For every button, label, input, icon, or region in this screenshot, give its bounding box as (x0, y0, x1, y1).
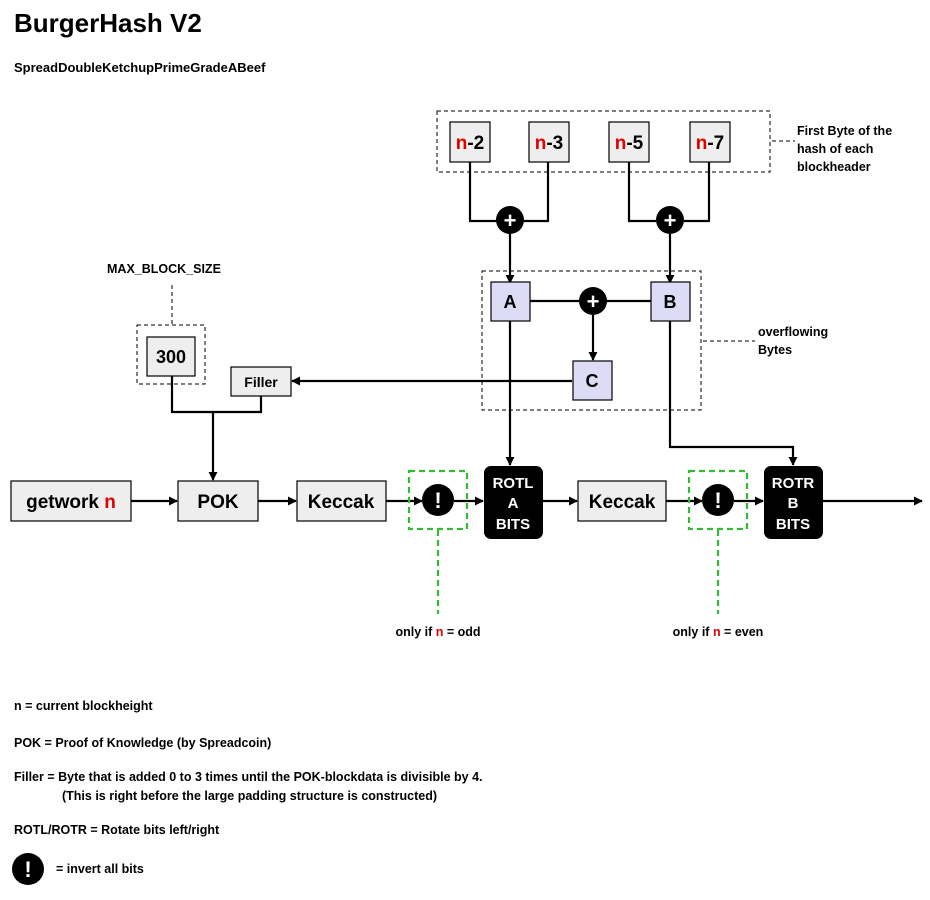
invert-even-group: ! (687, 469, 749, 614)
edge-n7-plus (684, 161, 711, 223)
input-n-2-box (449, 121, 491, 163)
edge-n3-plus (523, 161, 550, 223)
keccak-node-2: Keccak (577, 480, 667, 522)
overflow-group-frame (481, 270, 702, 411)
inputs-group-frame (436, 110, 771, 173)
var-a-label: A (504, 292, 517, 312)
max-block-size-label: MAX_BLOCK_SIZE (107, 262, 221, 276)
var-b-label: B (664, 292, 677, 312)
edge-filler-pok (213, 396, 263, 414)
legend-invert-icon (12, 853, 44, 885)
rotr-label-2: B (788, 495, 799, 512)
pok-node: POK (177, 480, 259, 522)
legend-pok-definition: POK = Proof of Knowledge (by Spreadcoin) (14, 736, 271, 750)
edge-b-rotr (668, 321, 798, 466)
legend-rot-definition: ROTL/ROTR = Rotate bits left/right (14, 823, 220, 837)
invert-odd-icon (422, 484, 454, 516)
edge-n5-plus (627, 161, 656, 223)
rotl-box (484, 466, 543, 539)
adder-right-icon (656, 206, 684, 234)
invert-even-frame (687, 469, 749, 531)
diagram-subtitle: SpreadDoubleKetchupPrimeGradeABeef (14, 60, 266, 75)
inputs-note-line-1: First Byte of the (797, 124, 892, 138)
input-n-3-box (528, 121, 570, 163)
connections (131, 161, 923, 506)
filler-box (230, 366, 292, 397)
input-n-2: n-2 (449, 121, 491, 163)
max-block-size-value: 300 (156, 347, 186, 367)
input-n-3: n-3 (528, 121, 570, 163)
keccak-box-1 (296, 480, 387, 522)
rotr-box (764, 466, 823, 539)
adder-left-icon (496, 206, 524, 234)
legend-n-definition: n = current blockheight (14, 699, 153, 713)
input-n-5: n-5 (608, 121, 650, 163)
max-block-size-node: 300 (146, 336, 196, 377)
input-n-5-box (608, 121, 650, 163)
legend-invert-symbol: ! (24, 857, 31, 882)
var-c-box (572, 360, 613, 401)
adder-center-icon (579, 287, 607, 315)
condition-odd: only if n = odd (395, 625, 480, 639)
var-c-label: C (586, 371, 599, 391)
getwork-node: getwork n (10, 480, 132, 522)
keccak-label-2: Keccak (589, 492, 656, 513)
rotl-label-2: A (508, 495, 519, 512)
invert-odd-group: ! (407, 469, 469, 614)
overflow-note-line-1: overflowing (758, 325, 828, 339)
getwork-box (10, 480, 132, 522)
input-n-3-label: n-3 (535, 133, 564, 154)
filler-label: Filler (244, 374, 278, 390)
inputs-note-line-2: hash of each (797, 142, 873, 156)
rotl-label-3: BITS (496, 516, 530, 533)
input-n-7-box (689, 121, 731, 163)
adder-right: + (656, 206, 684, 234)
condition-even: only if n = even (673, 625, 764, 639)
input-n-7: n-7 (689, 121, 731, 163)
edge-n2-plus (468, 161, 497, 223)
legend: n = current blockheight POK = Proof of K… (12, 699, 483, 885)
adder-right-symbol: + (664, 208, 677, 233)
rotl-label-1: ROTL (493, 475, 534, 492)
invert-odd-symbol: ! (434, 488, 441, 513)
rotl-node: ROTL A BITS (484, 466, 543, 539)
adder-center-symbol: + (587, 289, 600, 314)
edge-300-pok (170, 376, 218, 481)
var-a: A (490, 281, 531, 322)
getwork-label: getwork n (26, 492, 116, 513)
invert-odd-frame (407, 469, 469, 531)
invert-even-symbol: ! (714, 488, 721, 513)
diagram-title: BurgerHash V2 (14, 8, 202, 38)
legend-filler-definition: Filler = Byte that is added 0 to 3 times… (14, 770, 483, 784)
overflow-note-line-2: Bytes (758, 343, 792, 357)
input-n-2-label: n-2 (456, 133, 485, 154)
rotr-node: ROTR B BITS (764, 466, 823, 539)
input-n-5-label: n-5 (615, 133, 644, 154)
filler-node: Filler (230, 366, 292, 397)
var-c: C (572, 360, 613, 401)
adder-left: + (496, 206, 524, 234)
legend-invert-definition: = invert all bits (56, 862, 144, 876)
var-b: B (650, 281, 691, 322)
keccak-label-1: Keccak (308, 492, 375, 513)
input-n-7-label: n-7 (696, 133, 725, 154)
var-b-box (650, 281, 691, 322)
max-block-size-box (146, 336, 196, 377)
rotr-label-3: BITS (776, 516, 810, 533)
invert-even-icon (702, 484, 734, 516)
adder-center: + (579, 287, 607, 315)
keccak-box-2 (577, 480, 667, 522)
pok-box (177, 480, 259, 522)
legend-filler-note: (This is right before the large padding … (62, 789, 437, 803)
var-a-box (490, 281, 531, 322)
pok-label: POK (197, 492, 238, 513)
adder-left-symbol: + (504, 208, 517, 233)
keccak-node-1: Keccak (296, 480, 387, 522)
inputs-note-line-3: blockheader (797, 160, 871, 174)
rotr-label-1: ROTR (772, 475, 815, 492)
